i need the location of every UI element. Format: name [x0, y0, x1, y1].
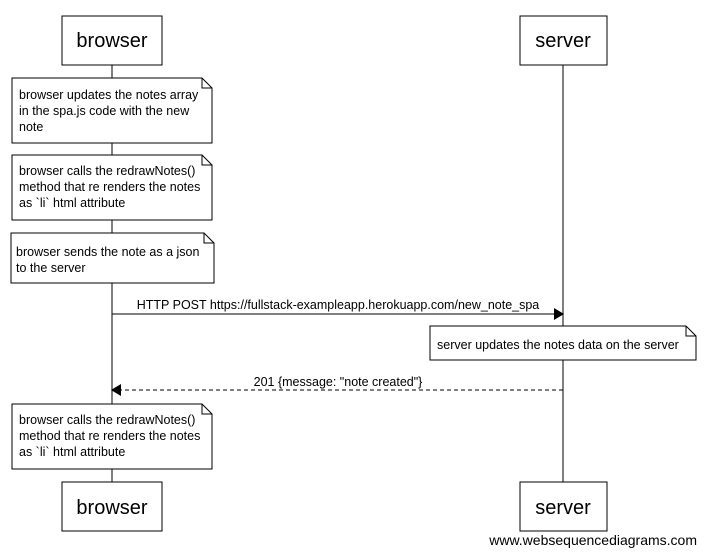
participant-server-bottom: server	[519, 481, 608, 532]
note-server-update: server updates the notes data on the ser…	[429, 325, 697, 361]
note-line: browser calls the redrawNotes()	[19, 164, 195, 178]
note-line: browser sends the note as a json	[16, 245, 199, 259]
note-update-array: browser updates the notes array in the s…	[11, 77, 213, 144]
note-line: to the server	[16, 261, 85, 275]
participant-browser-label: browser	[76, 30, 147, 52]
note-redraw-notes: browser calls the redrawNotes() method t…	[11, 154, 213, 221]
note-line: in the spa.js code with the new	[19, 104, 190, 118]
note-line: browser updates the notes array	[19, 88, 199, 102]
message-http-post: HTTP POST https://fullstack-exampleapp.h…	[112, 298, 564, 320]
participant-browser-bottom: browser	[61, 481, 163, 532]
note-line: as `li` html attribute	[19, 445, 125, 459]
message-response: 201 {message: "note created"}	[111, 375, 563, 396]
note-line: note	[19, 120, 43, 134]
note-line: method that re renders the notes	[19, 180, 200, 194]
participant-browser-label: browser	[76, 497, 147, 519]
participant-server-label: server	[535, 30, 591, 52]
participant-server-label: server	[535, 497, 591, 519]
note-line: server updates the notes data on the ser…	[437, 338, 679, 352]
watermark-text: www.websequencediagrams.com	[488, 532, 697, 548]
participant-browser-top: browser	[61, 15, 163, 66]
note-redraw-notes-again: browser calls the redrawNotes() method t…	[11, 403, 213, 470]
note-send-json: browser sends the note as a json to the …	[10, 232, 215, 284]
note-line: as `li` html attribute	[19, 196, 125, 210]
message-post-label: HTTP POST https://fullstack-exampleapp.h…	[137, 298, 540, 312]
message-response-label: 201 {message: "note created"}	[254, 375, 423, 389]
note-line: browser calls the redrawNotes()	[19, 413, 195, 427]
participant-server-top: server	[519, 15, 608, 66]
note-line: method that re renders the notes	[19, 429, 200, 443]
